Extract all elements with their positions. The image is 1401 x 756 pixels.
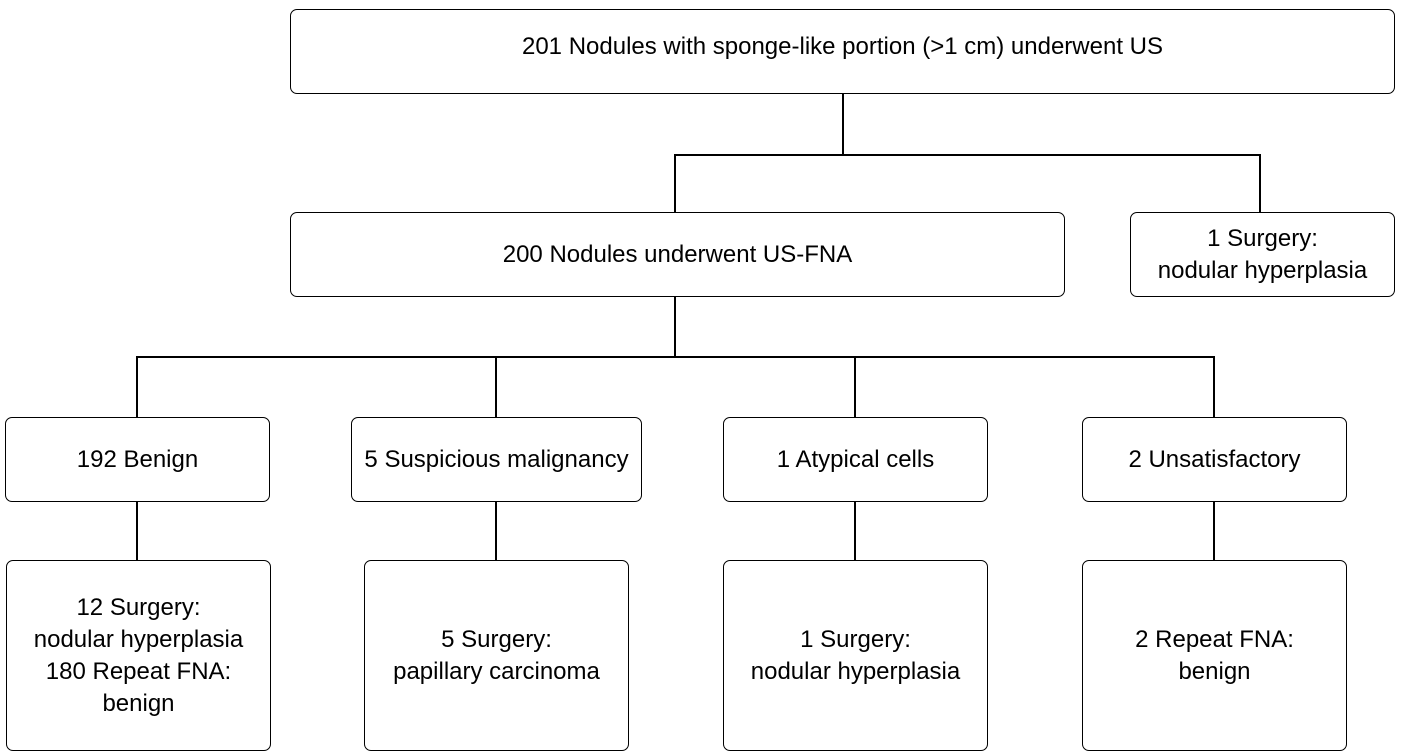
node-suspicious-outcome-line-2: papillary carcinoma [393, 657, 600, 685]
node-atypical-text: 1 Atypical cells [776, 445, 935, 473]
node-unsatisfactory: 2 Unsatisfactory [1082, 417, 1347, 502]
node-benign-outcome-line-2: nodular hyperplasia [33, 625, 244, 653]
node-unsatisfactory-text: 2 Unsatisfactory [1128, 445, 1301, 473]
node-suspicious: 5 Suspicious malignancy [351, 417, 642, 502]
node-benign-outcome-line-1: 12 Surgery: [76, 593, 201, 621]
node-surgery-top-line-1: 1 Surgery: [1207, 224, 1318, 252]
node-suspicious-outcome: 5 Surgery: papillary carcinoma [364, 560, 629, 751]
node-unsatisfactory-outcome-line-2: benign [1178, 657, 1251, 685]
node-suspicious-outcome-line-1: 5 Surgery: [441, 625, 552, 653]
node-benign-text: 192 Benign [76, 445, 199, 473]
node-atypical-outcome-line-2: nodular hyperplasia [750, 657, 961, 685]
node-suspicious-text: 5 Suspicious malignancy [364, 445, 629, 473]
node-atypical-outcome: 1 Surgery: nodular hyperplasia [723, 560, 988, 751]
node-root-text: 201 Nodules with sponge-like portion (>1… [521, 32, 1163, 60]
node-benign: 192 Benign [5, 417, 270, 502]
node-benign-outcome-line-3: 180 Repeat FNA: [45, 657, 232, 685]
node-fna-text: 200 Nodules underwent US-FNA [502, 240, 853, 268]
node-surgery-top-line-2: nodular hyperplasia [1157, 256, 1368, 284]
node-atypical-outcome-line-1: 1 Surgery: [800, 625, 911, 653]
node-benign-outcome-line-4: benign [102, 689, 175, 717]
node-surgery-top: 1 Surgery: nodular hyperplasia [1130, 212, 1395, 297]
node-unsatisfactory-outcome-line-1: 2 Repeat FNA: [1135, 625, 1294, 653]
node-fna: 200 Nodules underwent US-FNA [290, 212, 1065, 297]
node-benign-outcome: 12 Surgery: nodular hyperplasia 180 Repe… [6, 560, 271, 751]
node-atypical: 1 Atypical cells [723, 417, 988, 502]
node-unsatisfactory-outcome: 2 Repeat FNA: benign [1082, 560, 1347, 751]
node-root: 201 Nodules with sponge-like portion (>1… [290, 9, 1395, 94]
